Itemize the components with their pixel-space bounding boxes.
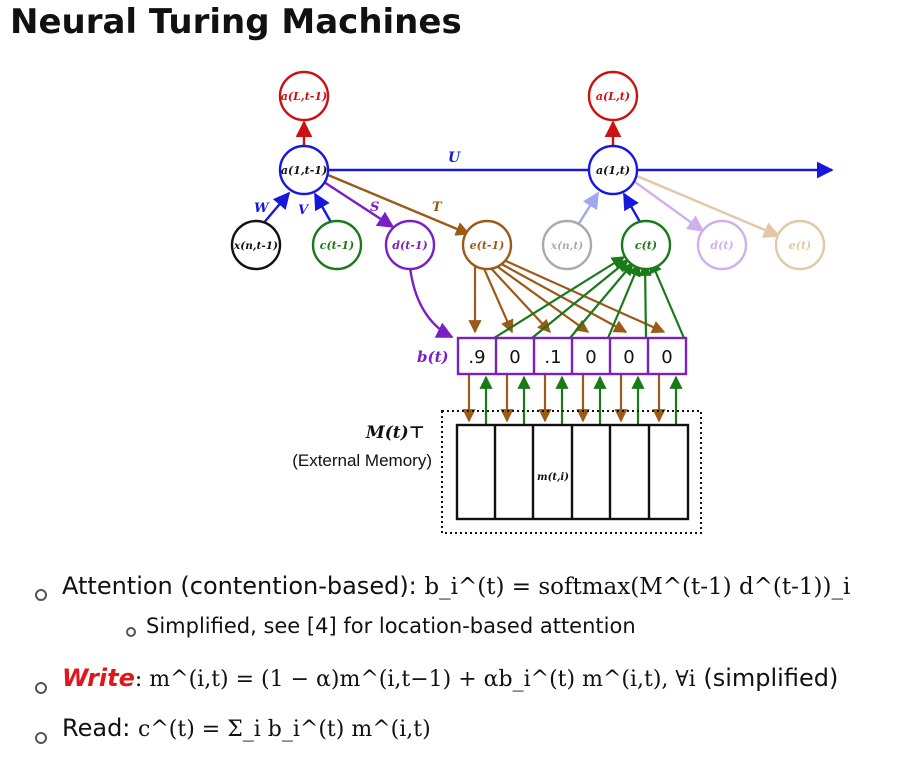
bullet-write: Write: m^(i,t) = (1 − α)m^(i,t−1) + αb_i… bbox=[62, 664, 838, 692]
bullet-read-formula: c^(t) = Σ_i b_i^(t) m^(i,t) bbox=[138, 717, 431, 742]
bullet-read: Read: c^(t) = Σ_i b_i^(t) m^(i,t) bbox=[62, 714, 431, 742]
memory-caption: (External Memory) bbox=[292, 451, 432, 470]
bullet-write-formula: : m^(i,t) = (1 − α)m^(i,t−1) + αb_i^(t) … bbox=[134, 667, 696, 692]
svg-text:d(t): d(t) bbox=[710, 239, 733, 252]
edge-s-future bbox=[634, 181, 705, 232]
node-x-cur: x(n,t) bbox=[541, 219, 593, 271]
svg-text:a(L,t-1): a(L,t-1) bbox=[281, 90, 327, 103]
node-a-hid-prev: a(1,t-1) bbox=[278, 144, 330, 196]
label-v: V bbox=[298, 203, 310, 218]
edge-t-future bbox=[636, 174, 781, 238]
node-a-top-prev: a(L,t-1) bbox=[278, 70, 330, 122]
attention-value: 0 bbox=[509, 347, 520, 368]
edge-c-cur bbox=[622, 192, 642, 223]
memory-dotted-frame bbox=[441, 410, 702, 534]
svg-text:a(1,t-1): a(1,t-1) bbox=[281, 164, 327, 177]
memory-cell-label: m(t,i) bbox=[537, 472, 569, 483]
slide-title: Neural Turing Machines bbox=[10, 2, 462, 42]
node-d-prev: d(t-1) bbox=[384, 219, 436, 271]
read-fan bbox=[493, 256, 686, 339]
edge-t bbox=[327, 173, 471, 236]
label-u: U bbox=[448, 150, 461, 166]
attention-value: 0 bbox=[661, 347, 672, 368]
svg-text:x(n,t-1): x(n,t-1) bbox=[233, 240, 278, 252]
memory-label: M(t)⊤ bbox=[365, 423, 425, 443]
edge-x-cur bbox=[576, 191, 600, 226]
bullet-simplified: Simplified, see [4] for location-based a… bbox=[146, 614, 636, 638]
ntm-diagram: U W V S T bbox=[230, 70, 834, 534]
svg-text:a(L,t): a(L,t) bbox=[596, 90, 630, 103]
attention-vector bbox=[456, 336, 688, 376]
svg-text:a(1,t): a(1,t) bbox=[596, 164, 630, 177]
svg-text:c(t-1): c(t-1) bbox=[320, 239, 354, 252]
node-a-top-cur: a(L,t) bbox=[587, 70, 639, 122]
node-c-prev: c(t-1) bbox=[311, 219, 363, 271]
memory-matrix bbox=[455, 423, 690, 521]
attention-value: .9 bbox=[468, 347, 485, 368]
svg-text:e(t-1): e(t-1) bbox=[470, 239, 505, 252]
bullet-write-suffix: (simplified) bbox=[703, 664, 839, 692]
node-a-hid-cur: a(1,t) bbox=[587, 144, 639, 196]
bullet-attention: Attention (contention-based): b_i^(t) = … bbox=[62, 572, 850, 600]
edge-d-attention bbox=[408, 266, 454, 339]
svg-text:x(n,t): x(n,t) bbox=[550, 240, 583, 252]
attention-value: .1 bbox=[544, 347, 561, 368]
mem-arrows-down bbox=[462, 374, 666, 423]
node-c-cur: c(t) bbox=[620, 219, 672, 271]
attention-value: 0 bbox=[623, 347, 634, 368]
label-s: S bbox=[370, 200, 379, 215]
edge-s bbox=[323, 180, 395, 229]
bullet-dot bbox=[35, 732, 47, 744]
bullet-read-prefix: Read: bbox=[62, 714, 131, 742]
write-fan bbox=[468, 255, 666, 334]
node-e-prev: e(t-1) bbox=[461, 219, 513, 271]
bullet-dot bbox=[35, 589, 47, 601]
bullet-dot bbox=[126, 627, 136, 637]
bullet-attention-prefix: Attention (contention-based): bbox=[62, 572, 417, 600]
node-x-prev: x(n,t-1) bbox=[230, 219, 282, 271]
attention-value: 0 bbox=[585, 347, 596, 368]
edge-w bbox=[261, 191, 291, 226]
bullet-write-emph: Write bbox=[62, 664, 135, 692]
label-t: T bbox=[432, 200, 443, 215]
label-w: W bbox=[254, 201, 270, 216]
svg-text:e(t): e(t) bbox=[789, 239, 812, 252]
svg-text:d(t-1): d(t-1) bbox=[392, 239, 427, 252]
node-d-cur: d(t) bbox=[696, 219, 748, 271]
node-e-cur: e(t) bbox=[774, 219, 826, 271]
svg-text:c(t): c(t) bbox=[635, 239, 657, 252]
bullet-attention-formula: b_i^(t) = softmax(M^(t-1) d^(t-1))_i bbox=[424, 574, 851, 600]
bullet-dot bbox=[35, 682, 47, 694]
mem-arrows-up bbox=[479, 375, 683, 424]
attention-label: b(t) bbox=[417, 348, 449, 366]
edge-v bbox=[313, 192, 334, 225]
